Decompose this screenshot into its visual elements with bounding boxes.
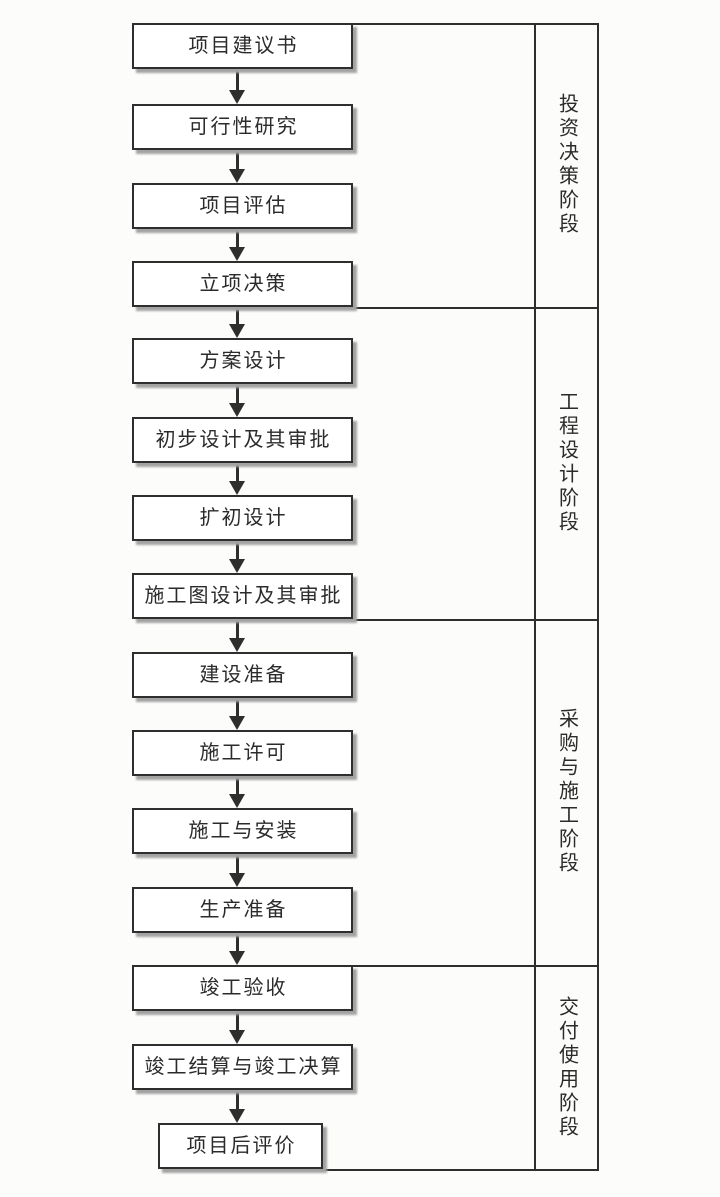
phase-boundary-line-1: [350, 307, 599, 309]
stage-box-feasibility-study: 可行性研究: [132, 104, 353, 150]
arrow-head-down-icon: [229, 1030, 245, 1044]
down-arrow: [229, 619, 245, 652]
phase-boundary-line-3: [350, 965, 599, 967]
stage-label: 项目建议书: [188, 35, 299, 57]
arrow-head-down-icon: [229, 794, 245, 808]
stage-box-construction-preparation: 建设准备: [132, 652, 353, 698]
arrow-head-down-icon: [229, 873, 245, 887]
stage-box-completion-settlement-final-accounts: 竣工结算与竣工决算: [132, 1044, 353, 1090]
stage-box-construction-drawing-design-approval: 施工图设计及其审批: [132, 573, 353, 619]
down-arrow: [229, 463, 245, 495]
arrow-head-down-icon: [229, 638, 245, 652]
stage-label: 竣工结算与竣工决算: [144, 1056, 343, 1078]
down-arrow: [229, 776, 245, 808]
arrow-stem: [235, 698, 239, 716]
arrow-head-down-icon: [229, 559, 245, 573]
phase-label: 采购与施工阶段: [555, 708, 578, 876]
arrow-stem: [235, 541, 239, 559]
stage-label: 项目评估: [199, 195, 288, 217]
arrow-head-down-icon: [229, 481, 245, 495]
stage-box-project-proposal: 项目建议书: [132, 23, 353, 69]
stage-label: 竣工验收: [199, 977, 288, 999]
stage-box-post-project-evaluation: 项目后评价: [158, 1123, 323, 1169]
stage-box-expanded-preliminary-design: 扩初设计: [132, 495, 353, 541]
stage-label: 施工与安装: [188, 820, 299, 842]
arrow-stem: [235, 463, 239, 481]
arrow-stem: [235, 150, 239, 169]
phase-label: 交付使用阶段: [555, 996, 578, 1140]
down-arrow: [229, 541, 245, 573]
phase-boundary-line-2: [350, 619, 599, 621]
arrow-head-down-icon: [229, 247, 245, 261]
arrow-head-down-icon: [229, 324, 245, 338]
stage-label: 扩初设计: [199, 507, 288, 529]
down-arrow: [229, 933, 245, 965]
arrow-stem: [235, 933, 239, 951]
down-arrow: [229, 229, 245, 261]
stage-box-completion-acceptance: 竣工验收: [132, 965, 353, 1011]
stage-label: 方案设计: [199, 350, 288, 372]
arrow-head-down-icon: [229, 169, 245, 183]
stage-box-scheme-design: 方案设计: [132, 338, 353, 384]
stage-box-project-evaluation: 项目评估: [132, 183, 353, 229]
down-arrow: [229, 150, 245, 183]
arrow-head-down-icon: [229, 716, 245, 730]
stage-label: 初步设计及其审批: [155, 429, 332, 451]
stage-label: 可行性研究: [188, 116, 299, 138]
arrow-stem: [235, 619, 239, 638]
phase-band-engineering-design: 工程设计阶段: [534, 307, 599, 619]
down-arrow: [229, 1090, 245, 1123]
arrow-head-down-icon: [229, 403, 245, 417]
arrow-stem: [235, 229, 239, 247]
down-arrow: [229, 854, 245, 887]
phase-band-delivery-use: 交付使用阶段: [534, 965, 599, 1171]
stage-label: 施工许可: [199, 742, 288, 764]
down-arrow: [229, 384, 245, 417]
arrow-stem: [235, 69, 239, 90]
down-arrow: [229, 698, 245, 730]
stage-box-project-approval-decision: 立项决策: [132, 261, 353, 307]
arrow-head-down-icon: [229, 951, 245, 965]
stage-label: 立项决策: [199, 273, 288, 295]
arrow-stem: [235, 307, 239, 324]
phase-boundary-line-top: [350, 23, 599, 25]
phase-boundary-line-bottom: [320, 1169, 599, 1171]
stage-label: 项目后评价: [186, 1135, 297, 1157]
down-arrow: [229, 69, 245, 104]
down-arrow: [229, 1011, 245, 1044]
arrow-stem: [235, 1090, 239, 1109]
phase-column-right-line: [597, 23, 599, 1171]
phase-column-left-line: [534, 23, 536, 1171]
stage-box-construction-and-installation: 施工与安装: [132, 808, 353, 854]
arrow-head-down-icon: [229, 1109, 245, 1123]
phase-label: 工程设计阶段: [555, 391, 578, 535]
arrow-stem: [235, 854, 239, 873]
arrow-stem: [235, 384, 239, 403]
stage-label: 生产准备: [199, 899, 288, 921]
phase-band-procurement-construction: 采购与施工阶段: [534, 619, 599, 965]
stage-box-production-preparation: 生产准备: [132, 887, 353, 933]
phase-label: 投资决策阶段: [555, 93, 578, 237]
stage-box-construction-permit: 施工许可: [132, 730, 353, 776]
arrow-stem: [235, 1011, 239, 1030]
phase-band-investment-decision: 投资决策阶段: [534, 23, 599, 307]
down-arrow: [229, 307, 245, 338]
stage-label: 施工图设计及其审批: [144, 585, 343, 607]
stage-label: 建设准备: [199, 664, 288, 686]
arrow-stem: [235, 776, 239, 794]
stage-box-preliminary-design-approval: 初步设计及其审批: [132, 417, 353, 463]
arrow-head-down-icon: [229, 90, 245, 104]
